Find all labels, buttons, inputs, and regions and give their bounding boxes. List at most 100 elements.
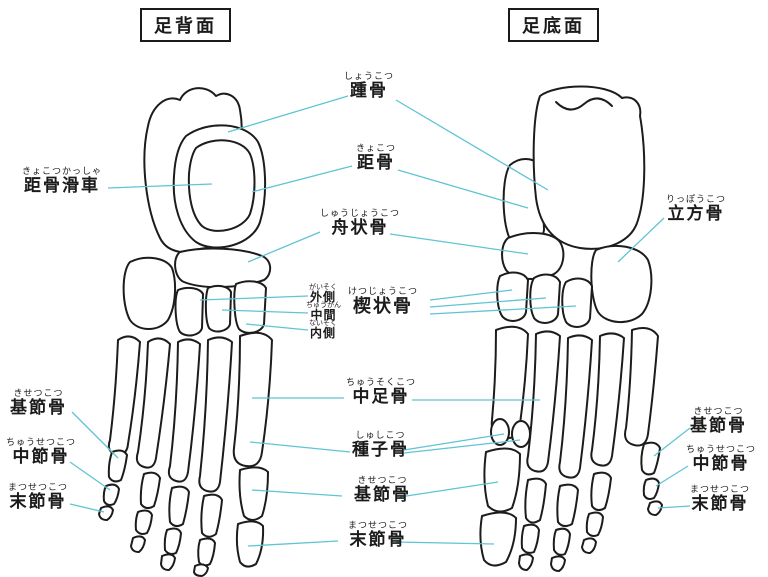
metatarsal3-bone-dorsal bbox=[167, 338, 201, 483]
calcaneus-ridge-line bbox=[555, 97, 613, 111]
leader-calcaneus-plantar bbox=[395, 99, 549, 191]
label-cuneiform-medial-reading: ないそく bbox=[309, 319, 337, 327]
label-cuneiform-lateral: がいそく 外側 bbox=[309, 283, 337, 305]
leader-talus-dorsal bbox=[251, 165, 353, 193]
view-title-plantar: 足底面 bbox=[508, 8, 599, 42]
label-trochlea: きょこつかっしゃ 距骨滑車 bbox=[22, 167, 102, 197]
leader-calcaneus-dorsal bbox=[227, 95, 349, 133]
toe5-proximal-phalanx-dorsal bbox=[107, 449, 128, 483]
label-cuneiform-intermediate-text: 中間 bbox=[310, 308, 337, 323]
label-cuneiform: けつじょうこつ 楔状骨 bbox=[348, 287, 418, 318]
label-distal-phalanx-left: まつせつこつ 末節骨 bbox=[8, 483, 68, 513]
metatarsal5-bone-dorsal bbox=[107, 335, 141, 456]
leader-cuneiform-lateral bbox=[199, 295, 309, 301]
leader-distal-left bbox=[69, 503, 105, 513]
toe3-proximal-phalanx-plantar bbox=[556, 483, 579, 528]
label-proximal-phalanx-center-reading: きせつこつ bbox=[357, 476, 408, 486]
toe2-proximal-phalanx-plantar bbox=[524, 477, 547, 524]
leader-cuneiform-plantar-1 bbox=[429, 289, 513, 301]
toe4-middle-phalanx-plantar bbox=[585, 511, 604, 537]
label-calcaneus-text: 踵骨 bbox=[350, 81, 388, 102]
label-middle-phalanx-left: ちゅうせつこつ 中節骨 bbox=[6, 438, 76, 468]
label-middle-phalanx-left-text: 中節骨 bbox=[12, 447, 70, 468]
label-proximal-phalanx-right-text: 基節骨 bbox=[690, 416, 747, 437]
metatarsal1-bone-dorsal bbox=[232, 331, 273, 468]
leader-navicular-plantar bbox=[389, 233, 529, 255]
toe2-proximal-phalanx-dorsal bbox=[200, 493, 223, 538]
label-distal-phalanx-center-reading: まつせつこつ bbox=[348, 521, 409, 531]
leader-distal-center-plantar bbox=[395, 541, 495, 545]
view-title-dorsal: 足背面 bbox=[140, 8, 231, 42]
leader-cuneiform-plantar-3 bbox=[429, 305, 577, 315]
label-cuneiform-lateral-reading: がいそく bbox=[309, 283, 337, 291]
leader-cuneiform-intermediate bbox=[221, 309, 309, 314]
metatarsal2-bone-plantar bbox=[526, 330, 561, 473]
label-navicular-reading: しゅうじょうこつ bbox=[320, 209, 401, 219]
metatarsal2-bone-dorsal bbox=[198, 336, 233, 493]
metatarsal4-bone-dorsal bbox=[135, 337, 171, 469]
toe4-proximal-phalanx-plantar bbox=[590, 471, 612, 512]
leader-distal-center-dorsal bbox=[247, 540, 339, 547]
label-sesamoid: しゅしこつ 種子骨 bbox=[352, 431, 409, 461]
leader-cuboid bbox=[617, 217, 665, 263]
label-talus-reading: きょこつ bbox=[356, 144, 397, 154]
leader-talus-plantar bbox=[397, 169, 529, 209]
toe5-middle-phalanx-dorsal bbox=[102, 483, 120, 506]
leader-sesamoid-plantar-1 bbox=[403, 433, 505, 451]
label-cuneiform-medial: ないそく 内側 bbox=[309, 319, 337, 341]
label-talus-text: 距骨 bbox=[357, 153, 395, 174]
label-cuboid-reading: りっぽうこつ bbox=[666, 195, 727, 205]
leader-proximal-left bbox=[71, 411, 119, 459]
toe3-middle-phalanx-dorsal bbox=[163, 527, 182, 555]
label-navicular-text: 舟状骨 bbox=[331, 218, 389, 239]
label-middle-phalanx-left-reading: ちゅうせつこつ bbox=[6, 438, 77, 448]
leader-cuneiform-plantar-2 bbox=[429, 297, 547, 308]
label-metatarsal-text: 中足骨 bbox=[352, 387, 410, 408]
label-distal-phalanx-right-text: 末節骨 bbox=[691, 494, 749, 515]
toe2-middle-phalanx-plantar bbox=[520, 523, 540, 554]
leader-lines bbox=[69, 95, 691, 547]
toe4-distal-phalanx-dorsal bbox=[130, 535, 146, 553]
leader-sesamoid-dorsal bbox=[249, 441, 351, 453]
label-sesamoid-text: 種子骨 bbox=[352, 440, 409, 461]
label-proximal-phalanx-center-text: 基節骨 bbox=[354, 485, 411, 506]
label-trochlea-reading: きょこつかっしゃ bbox=[22, 167, 103, 177]
toe4-middle-phalanx-dorsal bbox=[134, 509, 153, 535]
toe5-distal-phalanx-dorsal bbox=[98, 505, 114, 521]
lateral-cuneiform-bone-dorsal bbox=[174, 286, 204, 337]
label-cuboid: りっぽうこつ 立方骨 bbox=[666, 195, 726, 225]
label-sesamoid-reading: しゅしこつ bbox=[355, 431, 406, 441]
leader-navicular-dorsal bbox=[247, 231, 321, 263]
bigtoe-proximal-phalanx-dorsal bbox=[238, 466, 269, 521]
toe4-distal-phalanx-plantar bbox=[581, 537, 597, 554]
navicular-bone-plantar bbox=[501, 232, 565, 280]
label-cuboid-text: 立方骨 bbox=[667, 204, 725, 225]
medial-cuneiform-bone-plantar bbox=[496, 271, 529, 322]
label-proximal-phalanx-left-reading: きせつこつ bbox=[13, 389, 64, 399]
toe3-middle-phalanx-plantar bbox=[552, 527, 571, 556]
toe2-distal-phalanx-dorsal bbox=[193, 563, 209, 577]
toe5-proximal-phalanx-plantar bbox=[640, 441, 661, 476]
label-middle-phalanx-right: ちゅうせつこつ 中節骨 bbox=[686, 445, 756, 475]
label-distal-phalanx-right: まつせつこつ 末節骨 bbox=[690, 485, 750, 515]
label-metatarsal: ちゅうそくこつ 中足骨 bbox=[346, 378, 416, 408]
cuboid-bone-plantar bbox=[590, 244, 653, 323]
label-talus: きょこつ 距骨 bbox=[356, 144, 396, 174]
toe4-proximal-phalanx-dorsal bbox=[139, 471, 161, 510]
bones-dorsal-view bbox=[98, 87, 273, 577]
metatarsal5-bone-plantar bbox=[624, 327, 659, 447]
cuboid-bone-dorsal bbox=[122, 256, 177, 330]
toe3-distal-phalanx-plantar bbox=[550, 555, 566, 572]
leader-proximal-center-plantar bbox=[399, 481, 499, 498]
toe3-distal-phalanx-dorsal bbox=[160, 553, 176, 571]
metatarsal3-bone-plantar bbox=[558, 334, 593, 479]
bigtoe-distal-phalanx-dorsal bbox=[235, 520, 265, 568]
toe3-proximal-phalanx-dorsal bbox=[168, 485, 190, 528]
label-calcaneus-reading: しょうこつ bbox=[344, 72, 395, 82]
bigtoe-distal-phalanx-plantar bbox=[479, 511, 517, 567]
label-distal-phalanx-left-text: 末節骨 bbox=[9, 492, 67, 513]
leader-trochlea bbox=[107, 183, 213, 189]
label-trochlea-text: 距骨滑車 bbox=[24, 176, 100, 197]
